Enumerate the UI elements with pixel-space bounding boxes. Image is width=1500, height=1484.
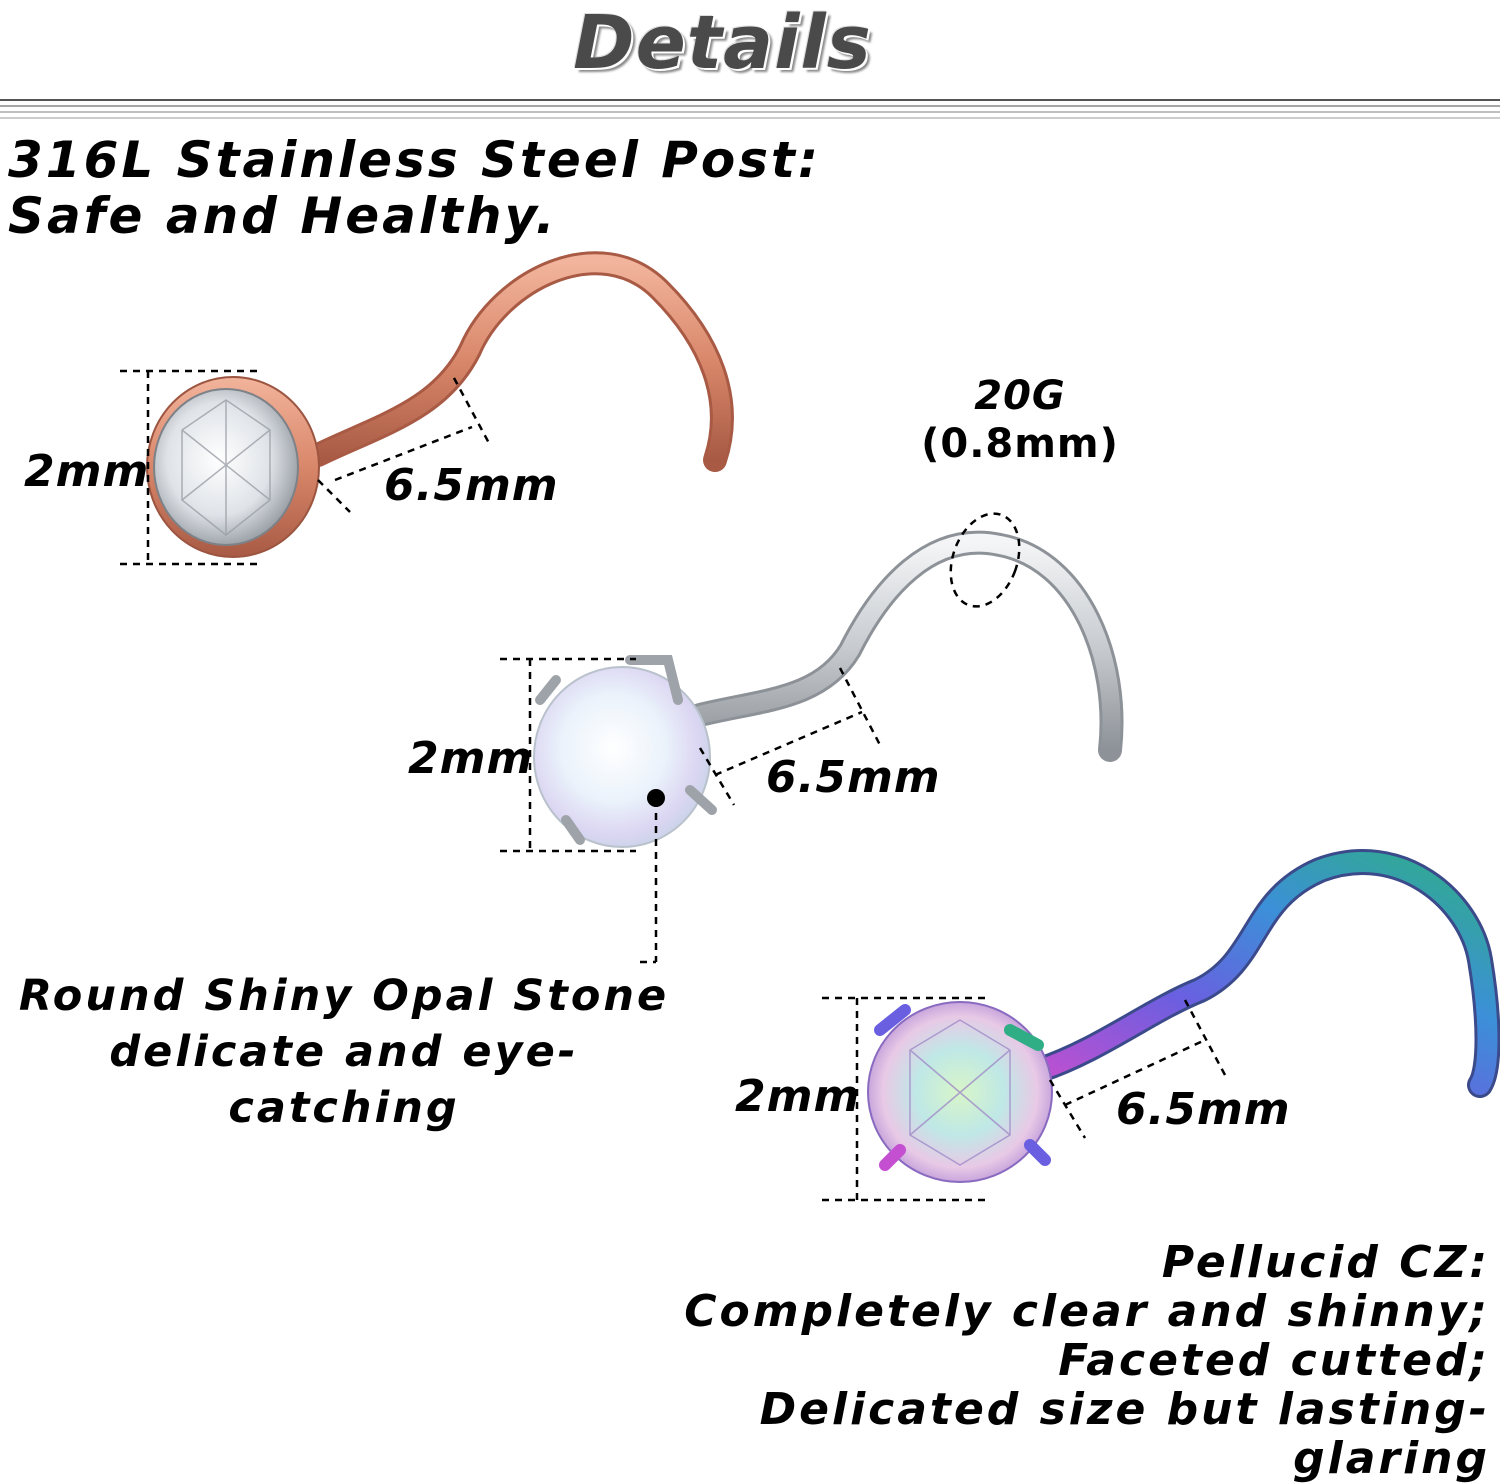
cz-note-line2: Completely clear and shinny; <box>684 1286 1490 1337</box>
stud3-length-label: 6.5mm <box>1116 1084 1291 1135</box>
page-title: Details <box>573 0 872 86</box>
gauge-label: 20G (0.8mm) <box>905 372 1135 468</box>
gauge-line1: 20G <box>974 373 1066 419</box>
header-divider <box>0 99 1500 119</box>
cz-note-line3: Faceted cutted; <box>1058 1335 1490 1386</box>
opal-pointer-dot <box>647 789 665 807</box>
stud2-height-label: 2mm <box>408 733 534 784</box>
stud2-length-label: 6.5mm <box>766 752 941 803</box>
rainbow-stud <box>867 849 1500 1183</box>
stud1-length-label: 6.5mm <box>384 460 559 511</box>
post-material-line1: 316L Stainless Steel Post: <box>8 131 821 189</box>
opal-note: Round Shiny Opal Stone delicate and eye-… <box>14 968 674 1136</box>
rose-gold-stud <box>146 251 734 558</box>
cz-note-line1: Pellucid CZ: <box>1161 1237 1490 1288</box>
stud3-height-label: 2mm <box>735 1071 861 1122</box>
post-material-text: 316L Stainless Steel Post: Safe and Heal… <box>8 132 821 244</box>
cz-note: Pellucid CZ: Completely clear and shinny… <box>590 1238 1490 1483</box>
product-illustration <box>120 251 1500 1202</box>
opal-note-line2: delicate and eye-catching <box>109 1027 579 1133</box>
stud1-height-label: 2mm <box>24 446 150 497</box>
opal-note-line1: Round Shiny Opal Stone <box>18 971 670 1021</box>
gauge-line2: (0.8mm) <box>921 421 1119 467</box>
cz-note-line4: Delicated size but lasting-glaring <box>759 1384 1490 1484</box>
silver-stud <box>533 530 1124 848</box>
dimension-lines <box>120 369 1227 1202</box>
post-material-line2: Safe and Healthy. <box>8 187 558 245</box>
